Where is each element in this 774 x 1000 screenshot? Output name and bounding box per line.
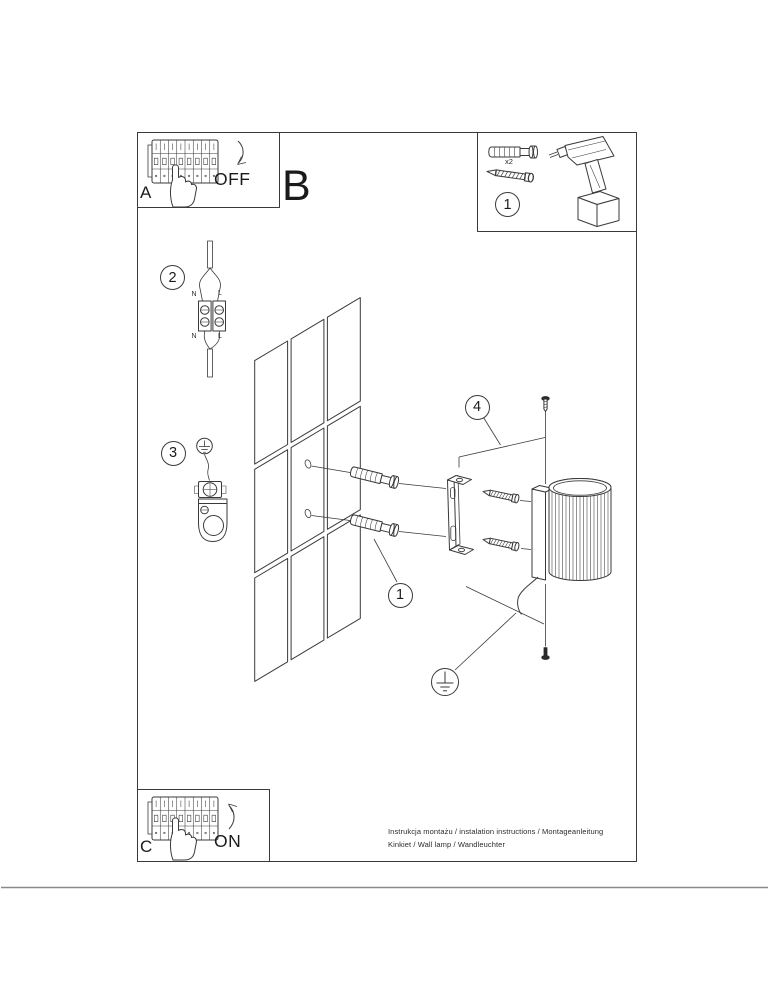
hole-marker: [304, 459, 312, 469]
footer-title-line: Instrukcja montażu / instalation instruc…: [388, 827, 604, 836]
curved-arrow-down-icon: [237, 140, 247, 165]
wiring-step-illustration: [198, 240, 226, 378]
ground-symbol-icon: [431, 668, 459, 696]
hole-markers: [304, 459, 351, 521]
mounting-screw-icon: [485, 166, 535, 183]
step-number-badge-3: 3: [160, 440, 186, 466]
parts-panel-illustration: [485, 136, 620, 227]
ground-wire: [204, 454, 210, 481]
terminal-block-icon: [198, 300, 226, 332]
on-label: ON: [214, 831, 242, 851]
drill-icon: [548, 136, 620, 227]
panel-c-letter: C: [140, 837, 153, 856]
curved-arrow-up-icon: [228, 803, 238, 830]
earth-terminal-icon: [194, 481, 227, 498]
step-number-badge-parts: 1: [495, 192, 520, 217]
ground-wire-step-illustration: [194, 437, 228, 542]
power-cord: [517, 576, 539, 615]
step-number-badge-4: 4: [464, 394, 490, 420]
mounting-screw-icon: [481, 486, 521, 504]
off-label: OFF: [214, 169, 251, 189]
wall-plug-icon: [488, 145, 538, 159]
panel-a-illustration: [147, 139, 247, 208]
lamp-bracket-icon: [198, 498, 228, 542]
panel-c-illustration: [147, 796, 238, 861]
annotation-lines: [373, 417, 546, 671]
power-cord: [207, 348, 213, 378]
wall-tiles: [254, 297, 361, 682]
wire-label-l-bottom: L: [218, 333, 222, 340]
footer-product-line: Kinkiet / Wall lamp / Wandleuchter: [388, 840, 506, 849]
ground-symbol-icon: [196, 437, 213, 455]
section-b-letter: B: [282, 162, 311, 210]
panel-a-letter: A: [140, 183, 152, 202]
anchor-quantity-label: x2: [505, 157, 513, 166]
drawing-frame: [1, 132, 768, 889]
pointing-hand-icon: [169, 164, 197, 208]
wire-label-n-bottom: N: [191, 333, 197, 340]
pointing-hand-icon: [169, 817, 197, 861]
lamp-back-plate: [531, 488, 546, 581]
wire-label-n-top: N: [191, 291, 197, 298]
wall-lamp: [517, 478, 612, 615]
mounting-bracket-icon: [447, 475, 474, 555]
step-number-badge-2: 2: [160, 265, 185, 290]
power-cord: [207, 240, 213, 269]
step-number-badge-1: 1: [387, 582, 413, 608]
wall-plug-icon: [348, 512, 401, 538]
screw-top-icon: [541, 396, 550, 412]
screw-bottom-icon: [541, 647, 550, 660]
wall-plug-icon: [348, 464, 401, 490]
mounting-screw-icon: [481, 534, 521, 552]
wire-label-l-top: L: [218, 290, 222, 297]
hole-marker: [304, 508, 312, 519]
